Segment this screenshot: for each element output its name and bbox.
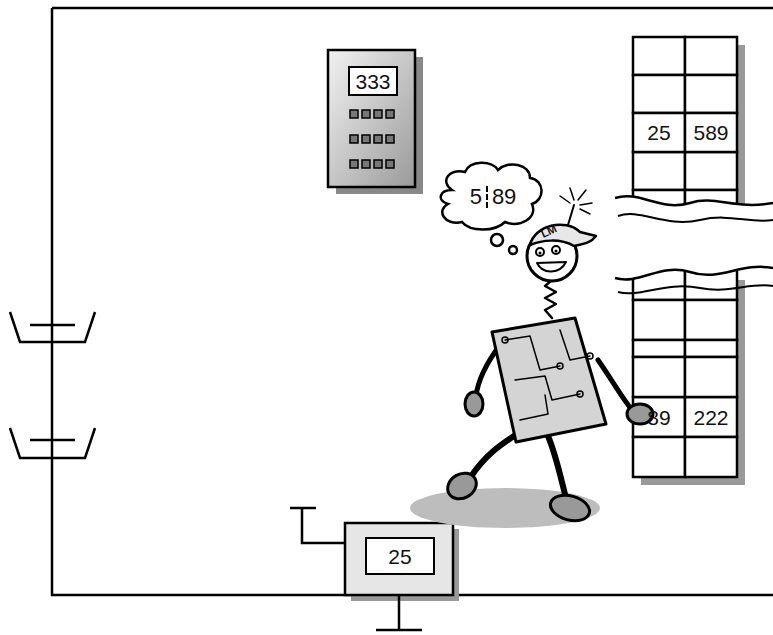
- mailbox-cell: [685, 152, 737, 190]
- tray: [10, 312, 95, 458]
- mailbox-cell: [633, 357, 685, 397]
- node-text: 89: [486, 186, 520, 208]
- mailbox-cell: [685, 357, 737, 397]
- calculator-button: [362, 160, 370, 168]
- calculator-button: [374, 110, 382, 118]
- mailbox-cell: 89: [633, 397, 685, 437]
- mailbox-cell: [685, 113, 737, 152]
- mailbox-grid: [615, 37, 773, 485]
- counter-display: 25: [365, 537, 435, 575]
- calculator-button: [362, 110, 370, 118]
- mailbox-cell: [685, 437, 737, 477]
- mailbox-cell: [685, 300, 737, 340]
- calculator-button: [350, 110, 358, 118]
- room-outline: [52, 8, 773, 595]
- mailbox-cell: [633, 113, 685, 152]
- mailbox-cell: [633, 437, 685, 477]
- calculator-button: [350, 160, 358, 168]
- mailbox-cell: [633, 75, 685, 113]
- mailbox-cell: [685, 37, 737, 75]
- thought-bubble: [441, 163, 542, 254]
- node-text: 333: [351, 71, 394, 92]
- mailbox-cell: [633, 37, 685, 75]
- mailbox-cell: [685, 75, 737, 113]
- node-text: 25: [384, 546, 415, 567]
- mailbox-cell: 222: [685, 397, 737, 437]
- calculator-button: [362, 135, 370, 143]
- calculator-button: [374, 160, 382, 168]
- node-text: 589: [689, 122, 732, 143]
- little-man-robot: [410, 188, 653, 528]
- calculator: [328, 50, 423, 194]
- node-text: 25: [643, 122, 674, 143]
- thought-text: 589: [458, 176, 528, 218]
- node-text: 222: [689, 407, 732, 428]
- mailbox-cell: [633, 300, 685, 340]
- node-text: 89: [643, 407, 674, 428]
- mailbox-cell: 589: [685, 113, 737, 152]
- calculator-button: [374, 135, 382, 143]
- calculator-button: [386, 135, 394, 143]
- program-counter: [290, 508, 459, 630]
- mailbox-cell: 25: [633, 113, 685, 152]
- calculator-button: [386, 110, 394, 118]
- mailbox-cell: [685, 340, 737, 357]
- calculator-button: [386, 160, 394, 168]
- display-window: 333: [348, 66, 398, 96]
- calculator-button: [350, 135, 358, 143]
- node-text: 5: [466, 186, 486, 208]
- mailbox-cell: [633, 340, 685, 357]
- mailbox-cell: [633, 152, 685, 190]
- mailbox-cell: [685, 397, 737, 437]
